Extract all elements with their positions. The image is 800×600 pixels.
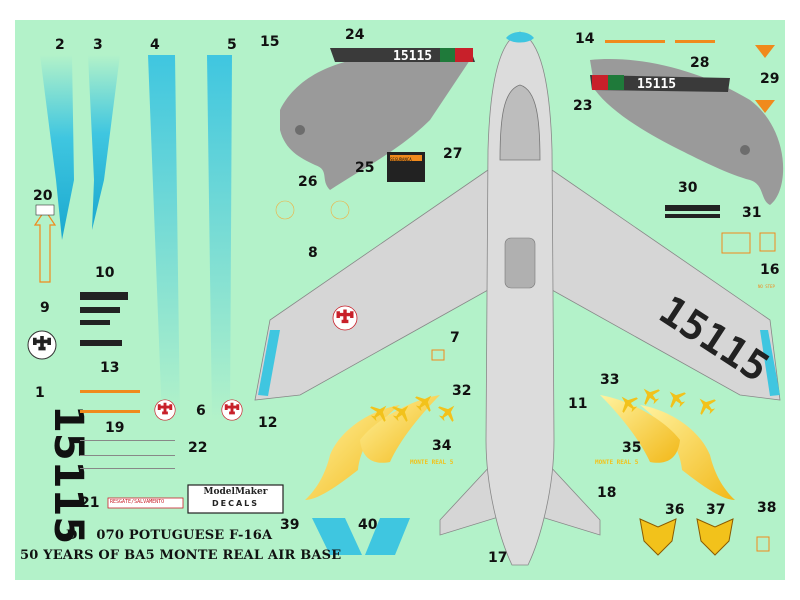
decal-36-tiger-head-icon: [639, 518, 677, 556]
sheet-title-line-1: D 070 POTUGUESE F-16A: [66, 528, 273, 543]
decal-28-serial-band: 15115: [590, 75, 730, 92]
decal-19-stripe-a: [80, 390, 140, 393]
decal-number-18: 18: [597, 485, 617, 501]
decal-16-text: NO STEP: [758, 284, 775, 289]
decal-number-23: 23: [573, 98, 593, 114]
decal-number-29: 29: [760, 71, 780, 87]
decal-number-2: 2: [55, 37, 65, 53]
logo-line-2: DECALS: [211, 499, 260, 508]
decal-number-31: 31: [742, 205, 762, 221]
sheet-title-line-2: 50 YEARS OF BA5 MONTE REAL AIR BASE: [20, 548, 342, 563]
decal-number-21: 21: [80, 495, 100, 511]
decal-9-roundel-icon: [27, 330, 57, 360]
decal-number-3: 3: [93, 37, 103, 53]
modelmaker-logo: [187, 484, 284, 514]
decal-22-line-b: [80, 455, 175, 456]
decal-number-24: 24: [345, 27, 365, 43]
decal-31-outline-a: [721, 232, 751, 254]
decal-number-12: 12: [258, 415, 278, 431]
decal-number-17: 17: [488, 550, 508, 566]
decal-number-27: 27: [443, 146, 463, 162]
decal-number-30: 30: [678, 180, 698, 196]
decal-10-stencil: [80, 292, 128, 300]
decal-number-32: 32: [452, 383, 472, 399]
decal-number-7: 7: [450, 330, 460, 346]
smoke-trail-icon-left: [305, 388, 462, 500]
decal-number-33: 33: [600, 372, 620, 388]
decal-20-arrow-icon: [33, 208, 57, 283]
decal-number-5: 5: [227, 37, 237, 53]
decal-5-stripe: [207, 55, 232, 420]
portuguese-cross-roundel-icon: [332, 305, 358, 331]
decal-13-stencil: [80, 340, 122, 346]
decal-number-26: 26: [298, 174, 318, 190]
decal-14-stripe-a: [605, 40, 665, 43]
decal-40-tip: [365, 518, 410, 555]
decal-number-25: 25: [355, 160, 375, 176]
eagle-head-icon-right: [590, 59, 784, 206]
decal-26-outline-b: [330, 200, 350, 220]
decal-38-outline: [756, 536, 770, 552]
decal-number-38: 38: [757, 500, 777, 516]
decal-number-35: 35: [622, 440, 642, 456]
decal-number-37: 37: [706, 502, 726, 518]
decal-number-4: 4: [150, 37, 160, 53]
decal-37-tiger-head-icon: [696, 518, 734, 556]
decal-14-stripe-b: [675, 40, 715, 43]
aircraft-f86-top-view: [254, 31, 781, 566]
decal-31-outline-b: [759, 232, 776, 252]
decal-25-text: SEGURANCA: [390, 157, 412, 162]
decal-1-serial: 15115: [45, 405, 91, 544]
decal-22-line-c: [80, 468, 175, 469]
decal-number-15: 15: [260, 34, 280, 50]
decal-4-stripe: [148, 55, 180, 420]
decal-number-22: 22: [188, 440, 208, 456]
decal-number-28: 28: [690, 55, 710, 71]
decal-30-stencil: [665, 205, 720, 211]
decal-number-36: 36: [665, 502, 685, 518]
decal-19-stripe-b: [80, 410, 140, 413]
decal-number-6: 6: [196, 403, 206, 419]
logo-line-1: ModelMaker: [203, 487, 268, 497]
decal-number-39: 39: [280, 517, 300, 533]
decal-number-16: 16: [760, 262, 780, 278]
svg-text:15115: 15115: [393, 49, 432, 64]
decal-number-10: 10: [95, 265, 115, 281]
decal-21-text: RESGATE/SALVAMENTO: [110, 499, 165, 505]
decal-number-11: 11: [568, 396, 588, 412]
smoke-trail-icon-right: [600, 381, 735, 500]
decal-number-20: 20: [33, 188, 53, 204]
decal-number-40: 40: [358, 517, 378, 533]
decal-number-1: 1: [35, 385, 45, 401]
svg-text:15115: 15115: [637, 77, 676, 92]
decal-29-triangle-a: [755, 45, 775, 58]
decal-number-8: 8: [308, 245, 318, 261]
decal-35-band-text: MONTE REAL 5: [595, 459, 639, 466]
decal-24-serial-band: 15115: [330, 48, 475, 64]
decal-number-14: 14: [575, 31, 595, 47]
decal-34-band-text: MONTE REAL 5: [410, 459, 454, 466]
decal-number-34: 34: [432, 438, 452, 454]
decal-7-outline: [431, 349, 445, 361]
decal-21-stencil-box: [107, 497, 184, 509]
decal-26-outline-a: [275, 200, 295, 220]
decal-number-19: 19: [105, 420, 125, 436]
decal-number-13: 13: [100, 360, 120, 376]
decal-6-roundel-left-icon: [154, 399, 176, 421]
decal-3-stripe: [88, 55, 120, 230]
decal-6-roundel-right-icon: [221, 399, 243, 421]
decal-22-line-a: [80, 440, 175, 441]
eagle-head-icon: [280, 55, 470, 190]
decal-number-9: 9: [40, 300, 50, 316]
decal-39-tip: [312, 518, 362, 555]
decal-29-triangle-b: [755, 100, 775, 113]
decal-2-stripe: [40, 55, 74, 240]
